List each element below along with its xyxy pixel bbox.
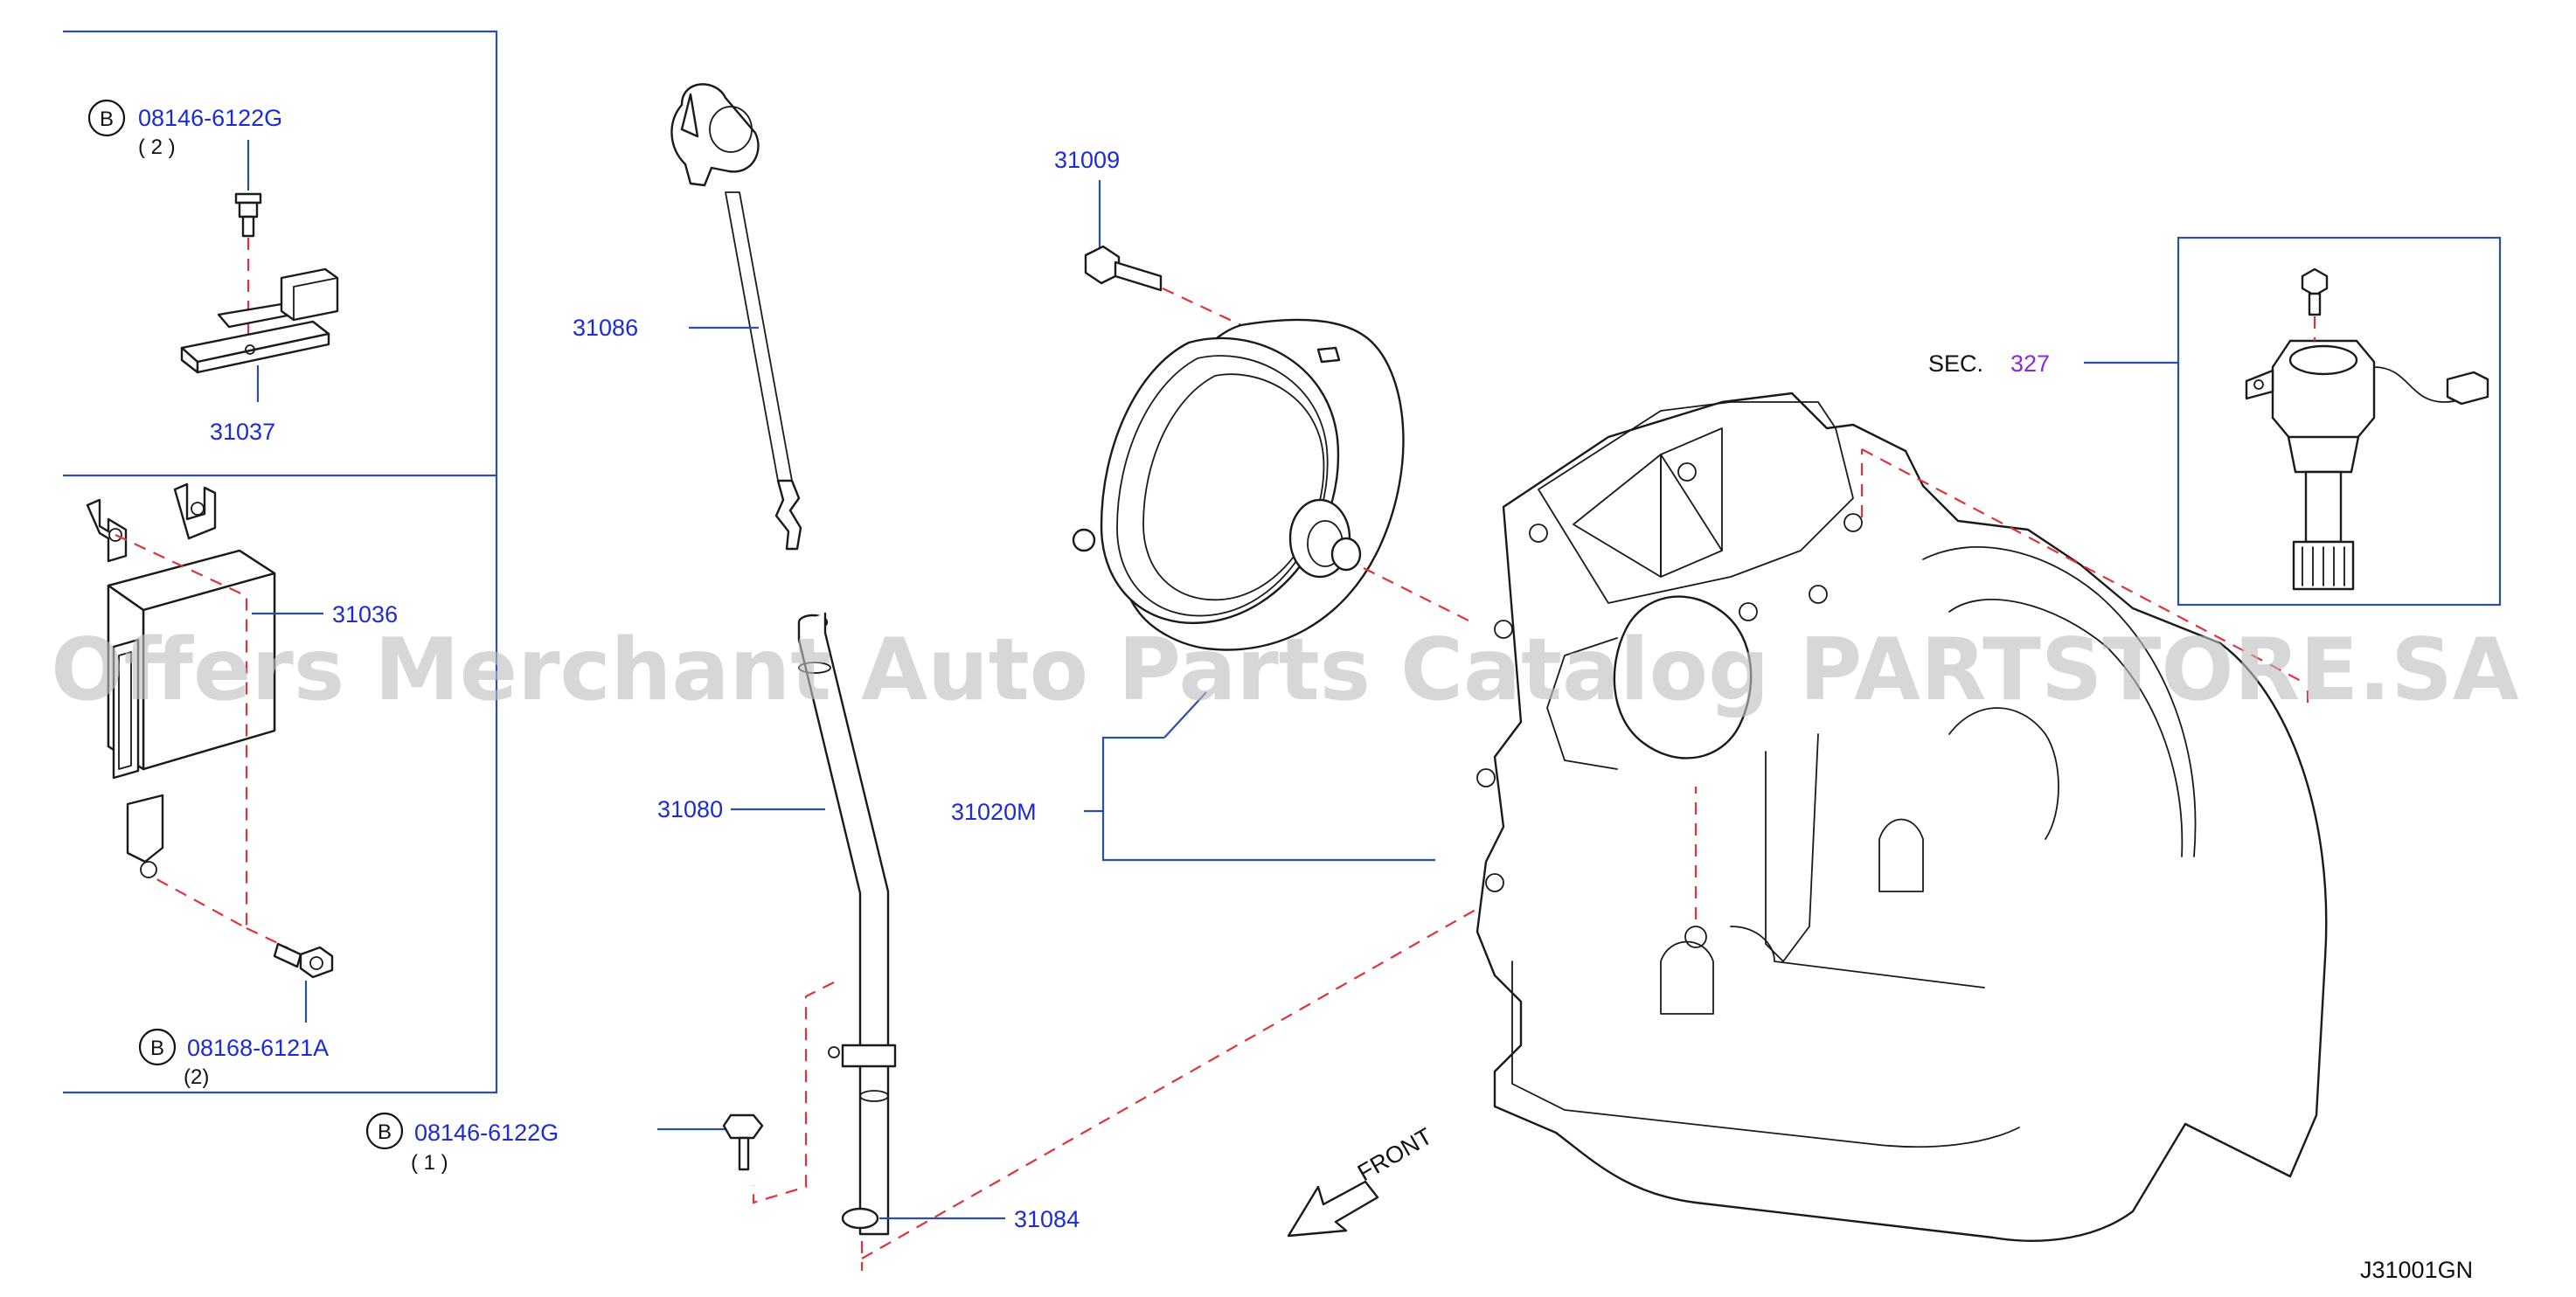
part-31009-label[interactable]: 31009 — [1054, 147, 1120, 173]
speed-sensor-icon — [2245, 267, 2489, 591]
part-31020M-label[interactable]: 31020M — [951, 799, 1037, 825]
torque-converter-31020M-icon — [1072, 318, 1405, 651]
bolt-quantity: (2) — [184, 1065, 209, 1089]
bolt-part-number[interactable]: 08146-6122G — [414, 1120, 559, 1146]
bolt-icon — [234, 192, 262, 238]
o-ring-31084-icon — [841, 1207, 879, 1230]
bolt-icon — [273, 942, 334, 979]
bolt-badge: B — [100, 108, 114, 131]
part-31086-label[interactable]: 31086 — [573, 315, 638, 341]
left-panel-frames — [63, 30, 498, 1094]
section-number-link[interactable]: 327 — [2010, 350, 2050, 377]
oil-tube-31080-icon — [797, 612, 897, 1236]
bolt-icon — [722, 1113, 764, 1171]
bolt-badge: B — [378, 1120, 392, 1144]
part-31084-label[interactable]: 31084 — [1014, 1206, 1080, 1232]
part-31036-label[interactable]: 31036 — [332, 601, 398, 628]
dipstick-31086-icon — [670, 83, 802, 551]
bolt-b-top-left[interactable]: B 08146-6122G ( 2 ) — [87, 99, 282, 159]
sensor-31037-icon — [180, 267, 339, 374]
bolt-b-bottom[interactable]: B 08146-6122G ( 1 ) — [365, 1112, 559, 1175]
part-31037-label[interactable]: 31037 — [210, 419, 275, 445]
bolt-b-mid-left[interactable]: B 08168-6121A (2) — [138, 1028, 329, 1089]
bolt-part-number[interactable]: 08146-6122G — [138, 105, 282, 131]
section-prefix: SEC. — [1928, 350, 1983, 377]
watermark-text: Offers Merchant Auto Parts Catalog PARTS… — [51, 621, 2519, 720]
diagram-code: J31001GN — [2360, 1257, 2473, 1283]
bolt-part-number[interactable]: 08168-6121A — [187, 1035, 329, 1061]
control-unit-31036-icon — [86, 482, 276, 878]
bolt-31009-icon — [1084, 245, 1163, 292]
transmission-case-icon — [1475, 392, 2328, 1242]
bolt-quantity: ( 1 ) — [411, 1151, 448, 1175]
bolt-quantity: ( 2 ) — [138, 135, 176, 159]
section-327-inset[interactable]: SEC. 327 — [1928, 236, 2502, 607]
front-label: FRONT — [1353, 1123, 1437, 1186]
part-31080-label[interactable]: 31080 — [657, 796, 723, 822]
bolt-badge: B — [150, 1037, 164, 1060]
front-arrow-icon — [1287, 1180, 1379, 1238]
